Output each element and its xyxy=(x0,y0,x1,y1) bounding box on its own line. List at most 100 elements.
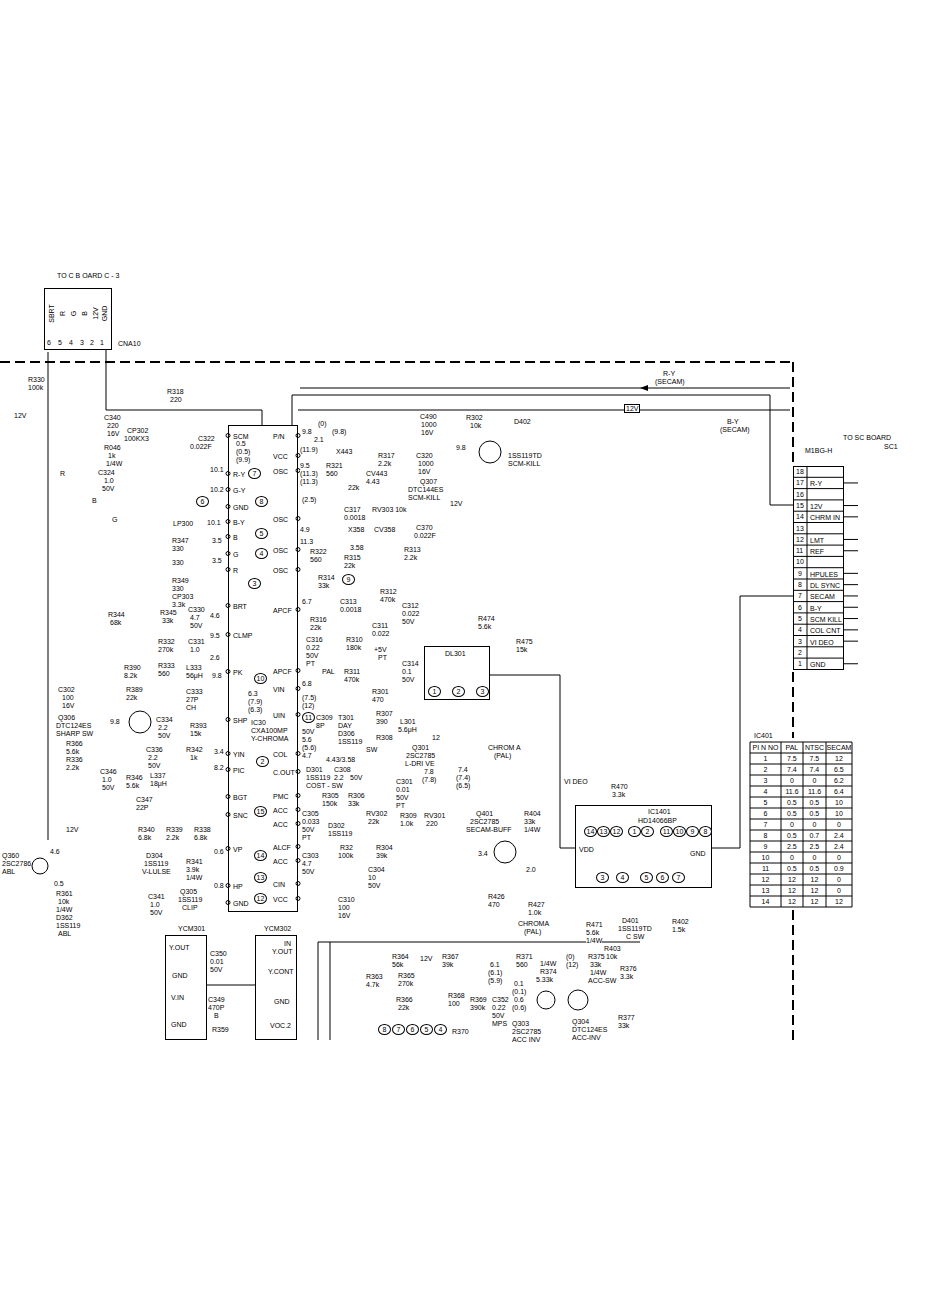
component-label: 100k xyxy=(28,384,43,391)
component-label: C313 xyxy=(340,598,357,605)
component-label: 5.33k xyxy=(536,976,553,983)
node-text: DL SYNC xyxy=(810,582,840,589)
node-text: VCC xyxy=(273,453,288,460)
component-label: 1000 xyxy=(418,460,434,467)
component-label: (9.8) xyxy=(332,428,346,435)
component-label: 22P xyxy=(136,804,148,811)
component-label: (7.4) xyxy=(456,774,470,781)
component-label: PT xyxy=(378,654,387,661)
wire-stub xyxy=(843,516,858,517)
component-label: C304 xyxy=(368,866,385,873)
component-label: 9.5 xyxy=(300,462,310,469)
table-cell: 0 xyxy=(813,821,817,828)
component-label: R336 xyxy=(66,756,83,763)
component-label: R308 xyxy=(376,734,393,741)
table-cell: 0 xyxy=(790,777,794,784)
table-cell: PI N NO xyxy=(753,744,779,751)
component-label: C314 xyxy=(402,660,419,667)
wire-stub xyxy=(843,539,858,540)
node-text: BGT xyxy=(233,794,247,801)
node-text: SNC xyxy=(233,812,248,819)
pin-terminal xyxy=(296,897,300,901)
transistor-symbol xyxy=(129,711,151,733)
component-label: C336 xyxy=(146,746,163,753)
callout-number: 2 xyxy=(452,686,465,697)
table-grid xyxy=(750,742,852,743)
component-label: 10 xyxy=(368,874,376,881)
pin-number: 10 xyxy=(796,558,804,565)
component-label: 2.6 xyxy=(210,654,220,661)
component-label: D302 xyxy=(328,822,345,829)
component-label: (7.5) xyxy=(302,694,316,701)
table-cell: 10 xyxy=(835,810,843,817)
component-label: R332 xyxy=(158,638,175,645)
component-label: 2.2 xyxy=(158,724,168,731)
table-cell: 7.5 xyxy=(787,755,797,762)
component-label: SW xyxy=(366,746,377,753)
component-label: C370 xyxy=(416,524,433,531)
pin-number: 17 xyxy=(796,479,804,486)
component-label: R390 xyxy=(124,664,141,671)
component-label: 50V xyxy=(492,1012,504,1019)
component-label: C347 xyxy=(136,796,153,803)
component-label: 1SS119TD xyxy=(508,452,542,459)
component-label: 8.2k xyxy=(124,672,137,679)
component-label: 16V xyxy=(421,429,433,436)
callout-number: 2 xyxy=(256,756,269,767)
node-text: DL301 xyxy=(445,650,466,657)
component-label: 3.4 xyxy=(214,748,224,755)
callout-number: 1 xyxy=(628,826,641,837)
component-label: R309 xyxy=(400,812,417,819)
component-label: (6.3) xyxy=(248,706,262,713)
transistor-symbol xyxy=(32,858,48,874)
component-label: R471 xyxy=(586,921,603,928)
component-label: Q301 xyxy=(412,744,429,751)
component-label: 2.2k xyxy=(66,764,79,771)
wire-line xyxy=(48,352,49,840)
node-text: CXA100MP xyxy=(251,727,288,734)
component-label: 150k xyxy=(322,800,337,807)
callout-number: 9 xyxy=(342,574,355,585)
connector-block: YCM301Y.OUTGNDV.INGND xyxy=(165,935,207,1040)
component-label: 15k xyxy=(190,730,201,737)
node-text: SECAM xyxy=(810,593,835,600)
component-label: 470k xyxy=(344,676,359,683)
component-label: ABL xyxy=(2,868,15,875)
component-label: 6.1 xyxy=(490,961,500,968)
table-cell: 0.5 xyxy=(810,799,820,806)
component-label: 2SC2786 xyxy=(2,860,31,867)
table-cell: 9 xyxy=(764,843,768,850)
component-label: 0.022 xyxy=(402,610,420,617)
component-label: D304 xyxy=(146,852,163,859)
component-label: 5.6k xyxy=(478,623,491,630)
component-label: 6 xyxy=(47,339,51,346)
component-label: CHROM A xyxy=(488,744,521,751)
component-label: 8.2 xyxy=(214,764,224,771)
pin-terminal xyxy=(296,687,300,691)
component-label: 2SC2785 xyxy=(406,752,435,759)
component-label: 50V xyxy=(350,774,362,781)
wire-line xyxy=(792,910,794,1040)
component-label: SECAM-BUFF xyxy=(466,826,512,833)
component-label: 39k xyxy=(376,852,387,859)
signal-wire xyxy=(712,596,793,848)
pin-number: 9 xyxy=(798,570,802,577)
component-label: C316 xyxy=(306,636,323,643)
component-label: 560 xyxy=(326,470,338,477)
component-label: 2 xyxy=(90,339,94,346)
component-label: R366 xyxy=(66,740,83,747)
component-label: 50V xyxy=(148,762,160,769)
component-label: Q360 xyxy=(2,852,19,859)
node-text: YIN xyxy=(233,751,245,758)
callout-number: 6 xyxy=(406,1024,419,1035)
voltage-tag: 12V xyxy=(624,404,640,413)
pin-terminal xyxy=(296,454,300,458)
component-label: CHROMA xyxy=(518,920,549,927)
transistor-symbol xyxy=(537,991,555,1009)
pin-terminal xyxy=(296,669,300,673)
component-label: 50V xyxy=(102,485,114,492)
component-label: 3.3k xyxy=(172,601,185,608)
pin-terminal xyxy=(296,608,300,612)
node-text: VOC.2 xyxy=(270,1022,291,1029)
component-label: C333 xyxy=(186,688,203,695)
